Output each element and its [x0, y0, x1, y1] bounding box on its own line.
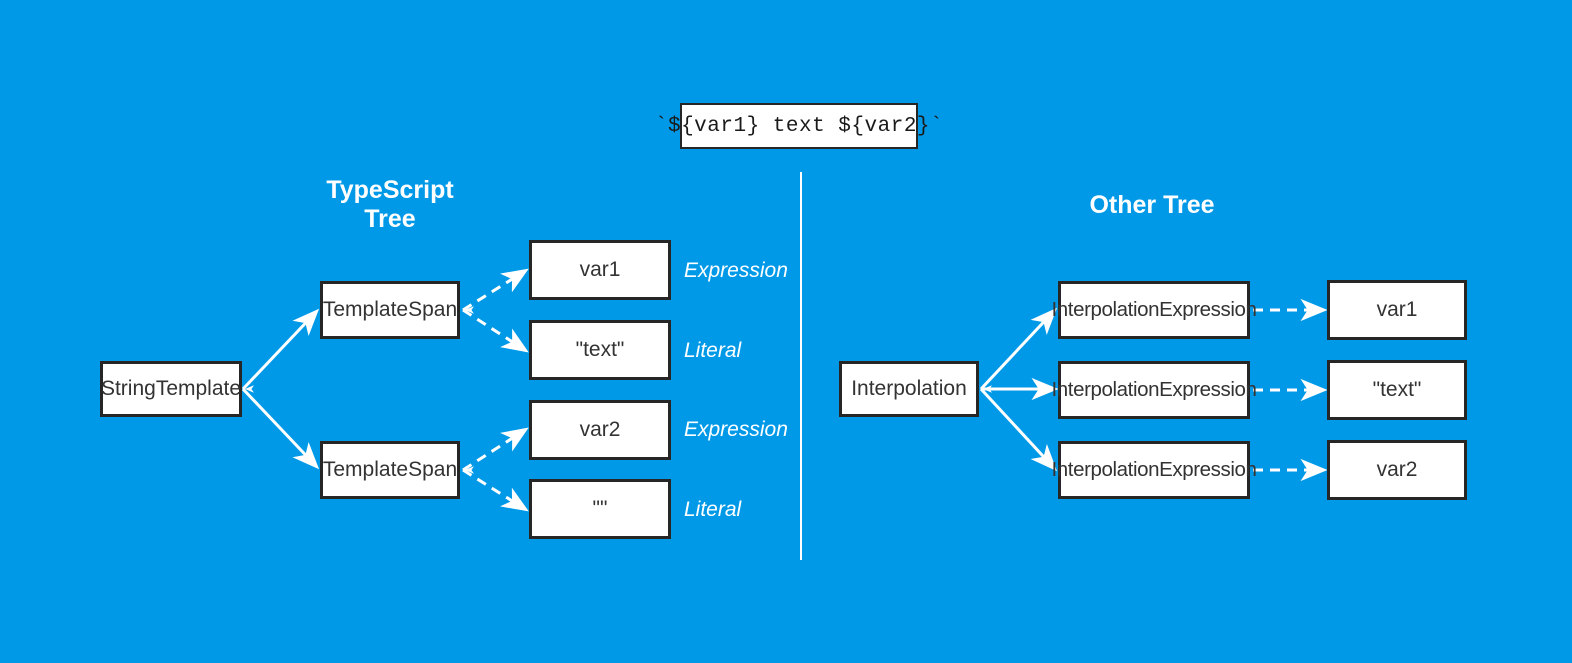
back-arrow-interpolation: [983, 385, 992, 393]
edge-span1-text: [462, 308, 529, 353]
edge-interp-expr3: [979, 387, 1058, 472]
annot-literal-2: Literal: [684, 498, 742, 521]
annot-expression-1: Expression: [684, 259, 788, 282]
node-interp-expr-2: InterpolationExpression: [1051, 361, 1257, 419]
node-interp-expr-3: InterpolationExpression: [1051, 441, 1257, 499]
node-string-template: StringTemplate: [100, 361, 242, 417]
edge-interp-expr1: [979, 307, 1058, 391]
tree-title-typescript-tree: TypeScript Tree: [326, 176, 454, 233]
back-arrow-stringtemplate: [245, 385, 254, 393]
node-ts-leaf-var2: var2: [529, 400, 671, 460]
node-ts-leaf-text: "text": [529, 320, 671, 380]
edge-stringtemplate-span1: [241, 308, 320, 391]
node-interp-expr-1: InterpolationExpression: [1051, 281, 1257, 339]
node-template-span-1: TemplateSpan: [320, 281, 460, 339]
back-arrow-span1: [465, 306, 474, 314]
tree-divider: [800, 172, 802, 560]
annot-expression-2: Expression: [684, 418, 788, 441]
template-literal-text: `${var1} text ${var2}`: [654, 114, 944, 138]
node-interpolation: Interpolation: [839, 361, 979, 417]
node-ts-leaf-var1: var1: [529, 240, 671, 300]
node-ts-leaf-empty: "": [529, 479, 671, 539]
node-other-leaf-text: "text": [1327, 360, 1467, 420]
node-template-span-2: TemplateSpan: [320, 441, 460, 499]
edge-span2-var2: [462, 427, 529, 472]
edge-span1-var1: [462, 268, 529, 312]
node-other-leaf-var2: var2: [1327, 440, 1467, 500]
template-literal-code-box: `${var1} text ${var2}`: [655, 103, 943, 149]
edge-stringtemplate-span2: [241, 387, 320, 470]
annot-literal-1: Literal: [684, 339, 742, 362]
edge-span2-empty: [462, 468, 529, 512]
node-other-leaf-var1: var1: [1327, 280, 1467, 340]
tree-title-other-tree: Other Tree: [1089, 191, 1215, 219]
back-arrow-span2: [465, 466, 474, 474]
